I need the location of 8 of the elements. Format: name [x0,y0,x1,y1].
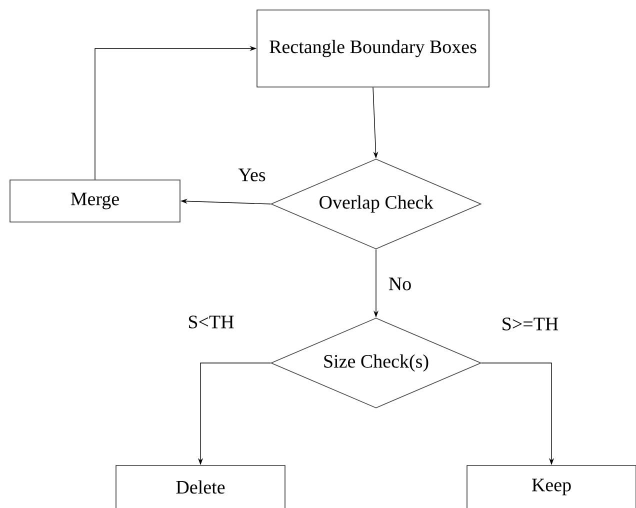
process-box: Rectangle Boundary Boxes [256,10,490,88]
process-box: Merge [10,180,180,222]
edge-label: S<TH [186,314,236,330]
edge-label: No [387,276,413,292]
edge-label: Yes [237,168,267,182]
process-box: Keep [466,465,636,508]
process-box: Delete [116,465,286,508]
edge-label: S>=TH [500,316,560,332]
